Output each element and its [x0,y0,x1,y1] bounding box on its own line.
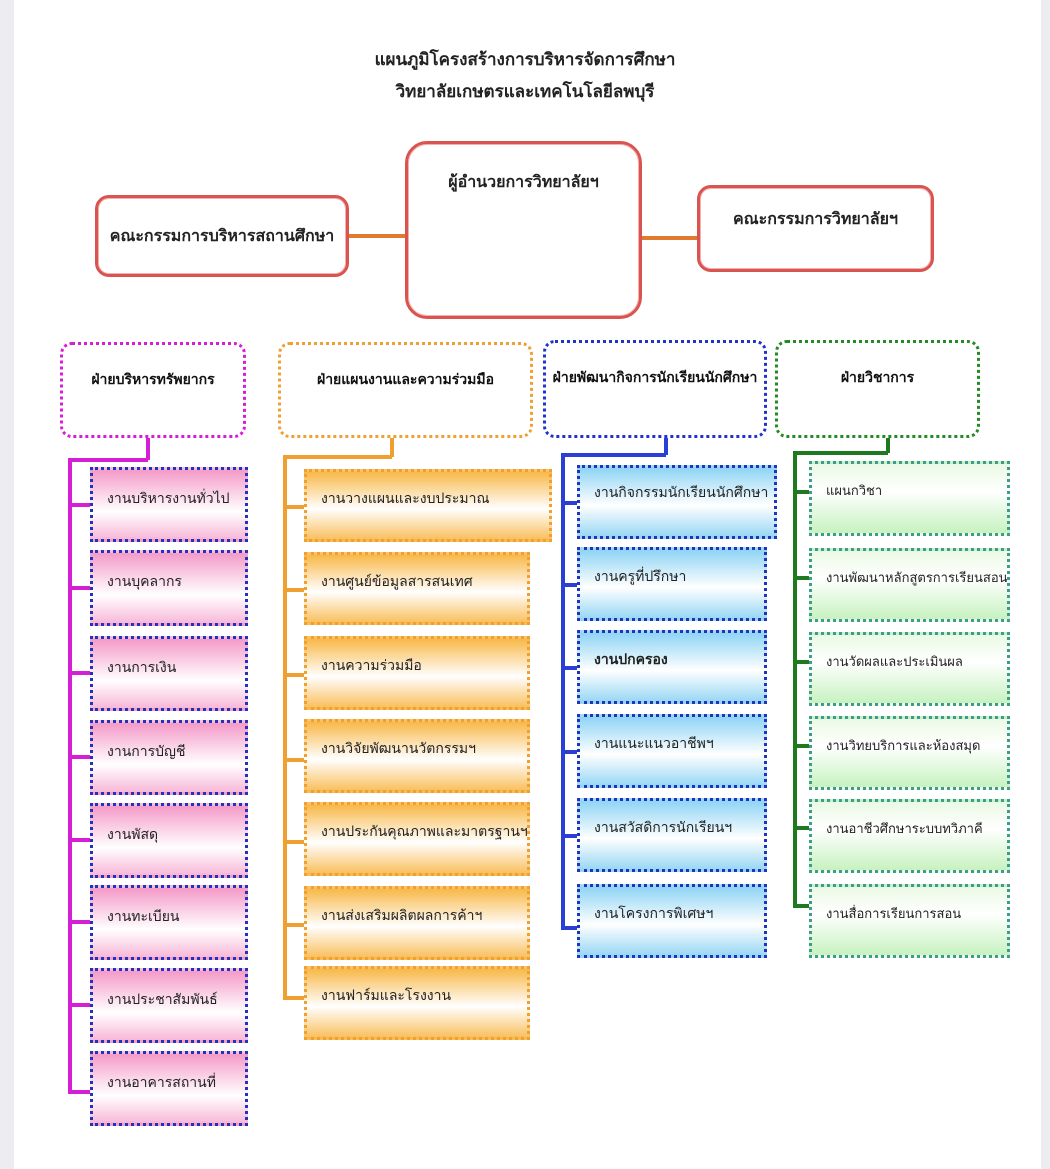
list-item: งานวิจัยพัฒนานวัตกรรมฯ [304,719,530,793]
chart-title-line-1: แผนภูมิโครงสร้างการบริหารจัดการศึกษา [374,50,676,70]
list-item: งานการเงิน [90,636,248,711]
list-item: งานการบัญชี [90,720,248,795]
director-box: ผู้อำนวยการวิทยาลัยฯ [405,141,642,319]
dept-head-planning: ฝ่ายแผนงานและความร่วมมือ [278,342,533,438]
list-item: แผนกวิชา [809,461,1010,536]
director-label: ผู้อำนวยการวิทยาลัยฯ [448,172,599,191]
list-item: งานประชาสัมพันธ์ [90,968,248,1043]
chart-title-line-2: วิทยาลัยเกษตรและเทคโนโลยีลพบุรี [395,82,655,102]
list-item: งานประกันคุณภาพและมาตรฐานฯ [304,802,530,876]
list-item: งานวิทยบริการและห้องสมุด [809,716,1010,790]
list-item: งานวางแผนและงบประมาณ [304,469,552,542]
right-committee-label: คณะกรรมการวิทยาลัยฯ [733,209,898,228]
list-item: งานอาชีวศึกษาระบบทวิภาคี [809,799,1010,873]
list-item: งานแนะแนวอาชีพฯ [577,714,767,788]
list-item: งานทะเบียน [90,885,248,960]
dept-head-academic: ฝ่ายวิชาการ [775,340,980,438]
list-item: งานกิจกรรมนักเรียนนักศึกษา [577,465,777,539]
left-committee-box: คณะกรรมการบริหารสถานศึกษา [95,195,349,277]
list-item: งานสื่อการเรียนการสอน [809,884,1010,958]
dept-head-label: ฝ่ายพัฒนากิจการนักเรียนนักศึกษา [552,370,758,386]
list-item: งานความร่วมมือ [304,636,530,710]
list-item: งานบุคลากร [90,550,248,626]
list-item: งานโครงการพิเศษฯ [577,884,767,958]
dept-head-label: ฝ่ายวิชาการ [840,370,915,386]
list-item: งานอาคารสถานที่ [90,1051,248,1126]
dept-head-label: ฝ่ายแผนงานและความร่วมมือ [316,372,495,388]
list-item: งานศูนย์ข้อมูลสารสนเทศ [304,552,530,625]
list-item: งานครูที่ปรึกษา [577,547,767,621]
list-item: งานฟาร์มและโรงงาน [304,966,530,1040]
list-item: งานวัดผลและประเมินผล [809,632,1010,706]
list-item: งานพัสดุ [90,803,248,878]
right-committee-box: คณะกรรมการวิทยาลัยฯ [697,185,934,272]
list-item: งานปกครอง [577,630,767,704]
dept-head-label: ฝ่ายบริหารทรัพยากร [91,372,215,388]
list-item: งานสวัสดิการนักเรียนฯ [577,798,767,872]
left-committee-label: คณะกรรมการบริหารสถานศึกษา [109,225,335,245]
list-item: งานส่งเสริมผลิตผลการค้าฯ [304,886,530,960]
dept-head-resources: ฝ่ายบริหารทรัพยากร [60,342,246,438]
list-item: งานพัฒนาหลักสูตรการเรียนสอน [809,548,1010,622]
list-item: งานบริหารงานทั่วไป [90,467,248,542]
dept-head-student-affairs: ฝ่ายพัฒนากิจการนักเรียนนักศึกษา [543,340,767,438]
